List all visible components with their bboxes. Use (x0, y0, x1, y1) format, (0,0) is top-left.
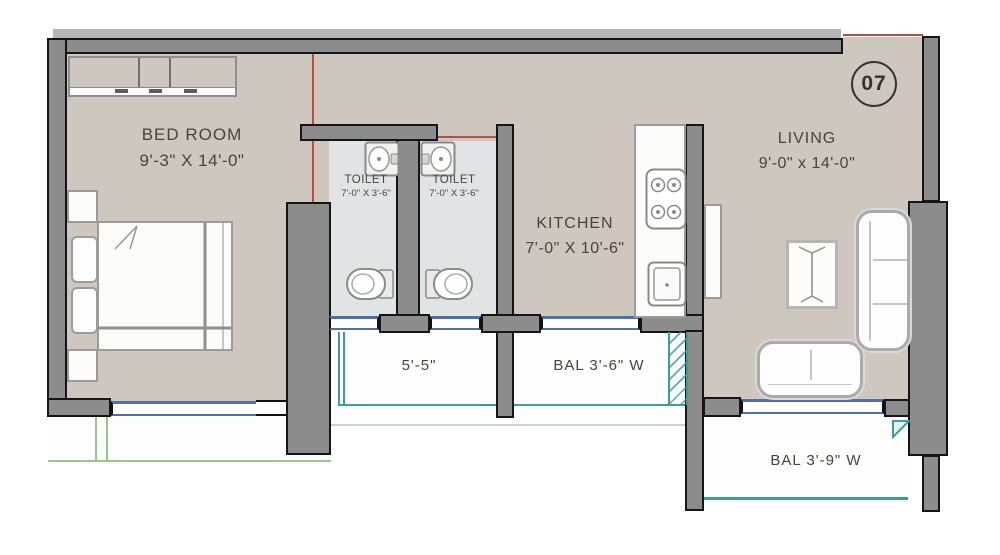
toilet-wc-icon (425, 268, 473, 300)
wall-right-top (922, 36, 940, 202)
unit-number: 07 (861, 72, 887, 95)
living-label: LIVING 9'-0" x 14'-0" (759, 126, 856, 176)
entry-door-leaf (704, 204, 722, 299)
kitchen-sink-icon (647, 261, 687, 307)
sofa-cushion-divider (810, 350, 812, 380)
nightstand-top (67, 190, 98, 223)
wardrobe (68, 56, 237, 97)
pillow (71, 287, 98, 334)
stove-icon (645, 168, 687, 230)
living-balcony-name: BAL 3'-9" W (770, 452, 862, 469)
wall-living-corner-bl (703, 397, 741, 417)
sofa-cushion-divider (873, 303, 907, 305)
sofa-cushion-divider (873, 259, 907, 261)
sofa-back-line (768, 383, 852, 385)
terrace-divider-line-inner (106, 417, 108, 462)
wall-toilet-kitchen (496, 124, 514, 418)
wall-kitchen-right (685, 124, 704, 318)
wall-toilet-top-bar (300, 124, 438, 141)
nightstand-bottom (67, 349, 98, 382)
wall-left-foot (47, 398, 111, 417)
toilet1-label: TOILET 7'-0" X 3'-6" (341, 173, 390, 201)
sofa-two-seater (757, 341, 863, 398)
bedroom-window (111, 401, 258, 416)
wall-right-mid (908, 201, 948, 456)
unit-number-badge: 07 (851, 61, 897, 107)
wall-toilet-divider-foot (379, 314, 430, 333)
bedroom-label: BED ROOM 9'-3" X 14'-0" (140, 122, 245, 174)
wardrobe-handle (149, 89, 162, 93)
wall-right-bottom (922, 455, 940, 512)
kitchen-balcony-window (541, 316, 640, 330)
wall-top (47, 38, 843, 54)
living-window (741, 399, 884, 414)
wall-living-corner-br (884, 399, 910, 417)
balcony-folding-door (668, 332, 688, 405)
living-name: LIVING (777, 130, 837, 147)
toilet2-label: TOILET 7'-0" X 3'-6" (429, 173, 478, 201)
passage-balcony-dims: 5'-5" (401, 357, 437, 374)
coffee-table (786, 240, 838, 309)
kitchen-label: KITCHEN 7'-0" X 10'-6" (525, 211, 624, 261)
top-wall-bevel (53, 29, 841, 40)
terrace-edge-line (48, 460, 331, 462)
kitchen-balcony-name: BAL 3'-6" W (553, 357, 645, 374)
wardrobe-handle (184, 89, 197, 93)
kitchen-balcony-label: BAL 3'-6" W (553, 357, 644, 375)
sofa-three-seater (856, 210, 910, 351)
coffee-table-sketch (798, 246, 826, 303)
living-dims: 9'-0" x 14'-0" (758, 155, 856, 172)
balcony-door-swing-icon (892, 420, 911, 439)
toilet2-dims: 7'-0" X 3'-6" (429, 188, 479, 199)
living-balcony-label: BAL 3'-9" W (770, 452, 861, 470)
toilet1-window (329, 316, 379, 330)
red-partition-line-living-top (843, 34, 923, 36)
bed-sheet-lines (99, 223, 231, 349)
toilet1-dims: 7'-0" X 3'-6" (341, 188, 391, 199)
terrace-divider-line-outer (95, 417, 97, 462)
wall-left (47, 38, 67, 404)
kitchen-dims: 7'-0" X 10'-6" (525, 240, 625, 257)
balcony-edge-line-left-outer (338, 332, 340, 406)
living-balcony-edge-line (703, 497, 908, 500)
red-partition-line-toilet (438, 136, 496, 138)
washbasin-icon (364, 141, 400, 177)
bed (97, 221, 233, 351)
washbasin-icon (420, 141, 456, 177)
kitchen-name: KITCHEN (536, 215, 614, 232)
passage-balcony-label: 5'-5" (402, 357, 437, 375)
toilet2-name: TOILET (432, 174, 476, 186)
balcony-ledge-line (331, 424, 685, 426)
toilet2-window (430, 316, 481, 330)
pillow (71, 236, 98, 283)
living-balcony-floor (703, 417, 908, 500)
wall-living-balcony-left (685, 330, 704, 511)
balcony-edge-line-left-inner (343, 332, 345, 406)
wardrobe-handle (115, 89, 128, 93)
toilet-wc-icon (346, 268, 394, 300)
wardrobe-divider (169, 58, 171, 95)
wall-balcony-cross-arms (481, 314, 541, 333)
sofa-back-line (869, 221, 871, 341)
bedroom-balcony-opening (256, 400, 286, 416)
bedroom-name: BED ROOM (141, 125, 243, 144)
bedroom-dims: 9'-3" X 14'-0" (139, 151, 245, 170)
wall-left-column (286, 202, 331, 455)
wardrobe-divider (138, 58, 140, 95)
living-floor-top (843, 37, 922, 56)
toilet1-name: TOILET (344, 174, 388, 186)
